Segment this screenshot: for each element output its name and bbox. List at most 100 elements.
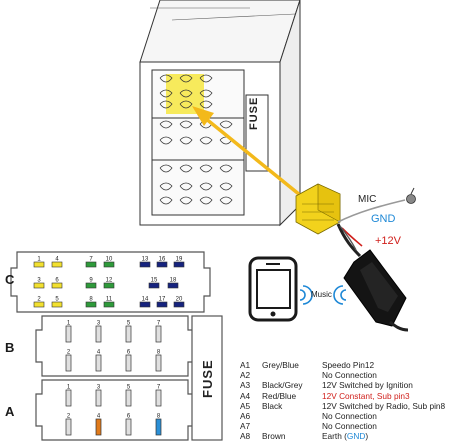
pinout-legend: A1 Grey/Blue Speedo Pin12 A2 No Connecti… <box>240 360 458 442</box>
pin-7 <box>155 325 162 343</box>
socket-cell <box>199 182 213 191</box>
socket-cell <box>199 74 213 83</box>
pin-8 <box>85 301 97 308</box>
legend-pin: A2 <box>240 370 251 381</box>
pin-label: 1 <box>67 385 71 391</box>
pin-label: 3 <box>37 278 41 284</box>
section-b-label: B <box>5 340 15 355</box>
legend-function: No Connection <box>322 410 377 421</box>
pin-14 <box>139 301 151 308</box>
pin-label: 4 <box>97 350 101 356</box>
socket-cell <box>219 182 233 191</box>
pin-11 <box>103 301 115 308</box>
legend-wire-color: Grey/Blue <box>262 360 299 370</box>
socket-cell <box>179 89 193 98</box>
legend-function: Earth (GND) <box>322 431 368 441</box>
pin-label: 20 <box>176 297 183 303</box>
socket-cell <box>219 120 233 129</box>
legend-wire-color: Brown <box>262 431 286 442</box>
pin-label: 8 <box>157 350 161 356</box>
section-a-label: A <box>5 404 15 419</box>
pin-20 <box>173 301 185 308</box>
legend-pin: A4 <box>240 390 251 401</box>
pin-6 <box>51 282 63 289</box>
pin-label: 5 <box>127 321 131 327</box>
pin-label: 11 <box>106 297 113 303</box>
legend-function: No Connection <box>322 421 377 432</box>
socket-cell <box>179 74 193 83</box>
pin-19 <box>173 261 185 268</box>
pin-3 <box>95 389 102 407</box>
legend-function: 12V Constant, Sub pin3 <box>322 390 410 401</box>
legend-function-suffix: ) <box>365 431 369 442</box>
pin-label: 16 <box>159 257 166 263</box>
legend-pin: A5 <box>240 400 251 411</box>
pin-5 <box>125 325 132 343</box>
pin-label: 13 <box>142 257 149 263</box>
pin-label: 12 <box>106 278 113 284</box>
legend-row: A5 Black 12V Switched by Radio, Sub pin8 <box>240 401 458 411</box>
socket-cell <box>159 196 173 205</box>
mic-capsule <box>406 187 416 204</box>
v12-label: +12V <box>375 235 401 247</box>
socket-cell <box>159 74 173 83</box>
legend-wire-color: Black/Grey <box>262 380 303 391</box>
signal-waves-right <box>333 285 347 305</box>
adapter-plug <box>295 183 341 235</box>
phone-icon <box>248 256 298 322</box>
socket-cell <box>179 120 193 129</box>
pin-label: 2 <box>67 414 71 420</box>
legend-pin: A7 <box>240 421 251 432</box>
pin-12 <box>103 282 115 289</box>
pin-2 <box>65 354 72 372</box>
signal-waves-left <box>299 285 313 305</box>
pin-17 <box>156 301 168 308</box>
pin-6 <box>125 418 132 436</box>
legend-wire-color: Black <box>262 400 283 411</box>
pin-label: 18 <box>170 278 177 284</box>
pin-label: 6 <box>127 350 131 356</box>
pin-8 <box>155 354 162 372</box>
socket-cell <box>159 182 173 191</box>
pointer-arrow <box>192 106 302 197</box>
socket-cell <box>179 164 193 173</box>
socket-cell <box>219 164 233 173</box>
head-unit-illustration <box>139 0 301 227</box>
pin-label: 17 <box>159 297 166 303</box>
pin-label: 6 <box>127 414 131 420</box>
legend-function: Speedo Pin12 <box>322 360 375 370</box>
socket-cell <box>159 120 173 129</box>
legend-row: A2 No Connection <box>240 370 458 380</box>
pin-4 <box>95 418 102 436</box>
pin-1 <box>65 389 72 407</box>
pin-label: 5 <box>55 297 59 303</box>
pin-16 <box>156 261 168 268</box>
socket-cell <box>179 100 193 109</box>
socket-cell <box>179 136 193 145</box>
pin-label: 5 <box>127 385 131 391</box>
legend-pin: A6 <box>240 410 251 421</box>
pin-label: 15 <box>151 278 158 284</box>
socket-cell <box>179 182 193 191</box>
legend-row: A8 Brown Earth (GND) <box>240 431 458 441</box>
pin-2 <box>33 301 45 308</box>
fuse-block <box>191 315 223 441</box>
pin-label: 10 <box>106 257 113 263</box>
pin-label: 4 <box>97 414 101 420</box>
pin-6 <box>125 354 132 372</box>
pin-2 <box>65 418 72 436</box>
pin-18 <box>167 282 179 289</box>
pin-5 <box>51 301 63 308</box>
socket-cell <box>199 89 213 98</box>
legend-row: A7 No Connection <box>240 421 458 431</box>
pin-4 <box>51 261 63 268</box>
legend-function: No Connection <box>322 370 377 381</box>
socket-cell <box>199 100 213 109</box>
pin-10 <box>103 261 115 268</box>
mic-label: MIC <box>358 194 377 205</box>
pin-7 <box>85 261 97 268</box>
pin-label: 7 <box>157 385 161 391</box>
legend-pin: A1 <box>240 360 251 370</box>
